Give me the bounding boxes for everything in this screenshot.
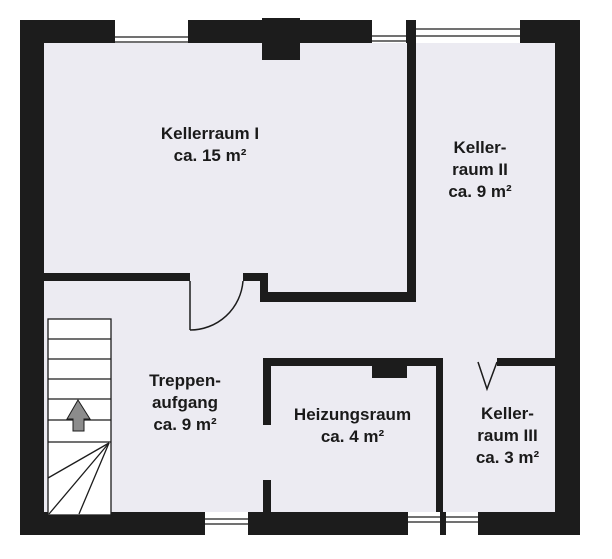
room-name: Kellerraum I (160, 124, 260, 143)
room-name-line-1: Treppen- (149, 371, 221, 390)
room-area: ca. 9 m² (153, 414, 217, 434)
flue-pillar (372, 358, 407, 378)
room-area: ca. 4 m² (320, 426, 385, 446)
chimney-pillar (262, 18, 300, 60)
windows (115, 20, 520, 535)
window-top-2 (372, 20, 406, 43)
room-name-line-2: raum III (477, 425, 538, 445)
room-area: ca. 15 m² (173, 145, 247, 165)
up-arrow-icon (66, 399, 91, 432)
staircase (47, 318, 112, 516)
room-name-line-1: Keller- (453, 138, 507, 157)
walls (20, 18, 580, 535)
door-kellerraum-1 (189, 280, 244, 331)
window-top-1 (115, 20, 188, 43)
window-bottom-2 (408, 512, 440, 535)
window-bottom-3 (446, 512, 478, 535)
room-name-line-2: aufgang (151, 392, 219, 412)
room-name-line-1: Keller- (481, 404, 534, 423)
window-bottom-1 (205, 512, 248, 535)
room-name-line-2: raum II (452, 159, 508, 179)
room-area: ca. 3 m² (475, 447, 540, 467)
room-label-kellerraum-3: Keller- raum III ca. 3 m² (455, 403, 560, 468)
door-kellerraum-3 (477, 361, 498, 392)
room-area: ca. 9 m² (448, 181, 512, 201)
room-label-heizungsraum: Heizungsraum ca. 4 m² (270, 404, 435, 448)
room-label-kellerraum-1: Kellerraum I ca. 15 m² (140, 123, 280, 167)
room-name: Heizungsraum (293, 405, 412, 424)
window-top-3 (416, 20, 520, 43)
room-label-kellerraum-2: Keller- raum II ca. 9 m² (430, 137, 530, 202)
room-label-treppenaufgang: Treppen- aufgang ca. 9 m² (130, 370, 240, 435)
